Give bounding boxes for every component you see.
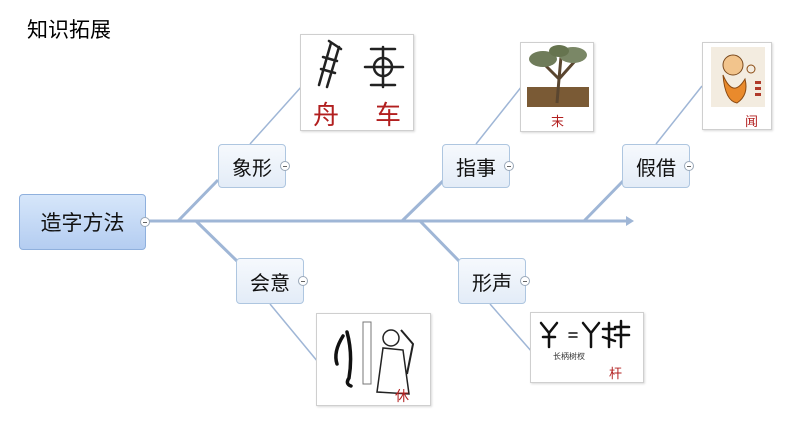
image-card-wen[interactable]: 闻 [702, 42, 772, 130]
collapse-toggle-icon[interactable] [298, 276, 308, 286]
ancient-script-glyphs [539, 319, 631, 349]
caption-zhou: 舟 [313, 101, 340, 131]
image-card-mo[interactable]: 末 [520, 42, 594, 132]
branch-xingsheng[interactable]: 形声 [458, 258, 530, 304]
caption-note: 长柄树杈 [553, 352, 585, 361]
caption-gan: 杆 [609, 367, 623, 382]
page-title: 知识拓展 [27, 18, 111, 42]
branch-label: 会意 [250, 270, 290, 295]
spine-arrow [626, 216, 634, 226]
caption-che: 车 [375, 101, 402, 131]
image-card-xiu[interactable]: 休 [316, 313, 431, 406]
branch-label: 指事 [456, 155, 496, 180]
caption-xiu: 休 [395, 389, 409, 405]
collapse-toggle-icon[interactable] [280, 161, 290, 171]
cartoon-figure-picture [711, 47, 765, 107]
tree-picture [527, 45, 589, 107]
caption-wen: 闻 [745, 115, 759, 130]
ancient-figure-picture [334, 321, 415, 395]
root-node[interactable]: 造字方法 [19, 194, 150, 250]
root-label: 造字方法 [40, 211, 125, 235]
image-card-zhou-che[interactable]: 舟 车 [300, 34, 414, 131]
branch-xiangxing[interactable]: 象形 [218, 144, 290, 188]
caption-mo: 末 [551, 115, 565, 130]
branch-label: 假借 [636, 155, 676, 180]
branch-label: 形声 [472, 270, 512, 295]
image-card-gan[interactable]: 长柄树杈 杆 [530, 312, 644, 383]
collapse-toggle-icon[interactable] [140, 217, 150, 227]
collapse-toggle-icon[interactable] [504, 161, 514, 171]
branch-zhishi[interactable]: 指事 [442, 144, 514, 188]
branch-huiyi[interactable]: 会意 [236, 258, 308, 304]
ancient-script-glyphs [317, 39, 405, 89]
branch-jiajie[interactable]: 假借 [622, 144, 694, 188]
collapse-toggle-icon[interactable] [520, 276, 530, 286]
collapse-toggle-icon[interactable] [684, 161, 694, 171]
branch-label: 象形 [232, 155, 272, 180]
